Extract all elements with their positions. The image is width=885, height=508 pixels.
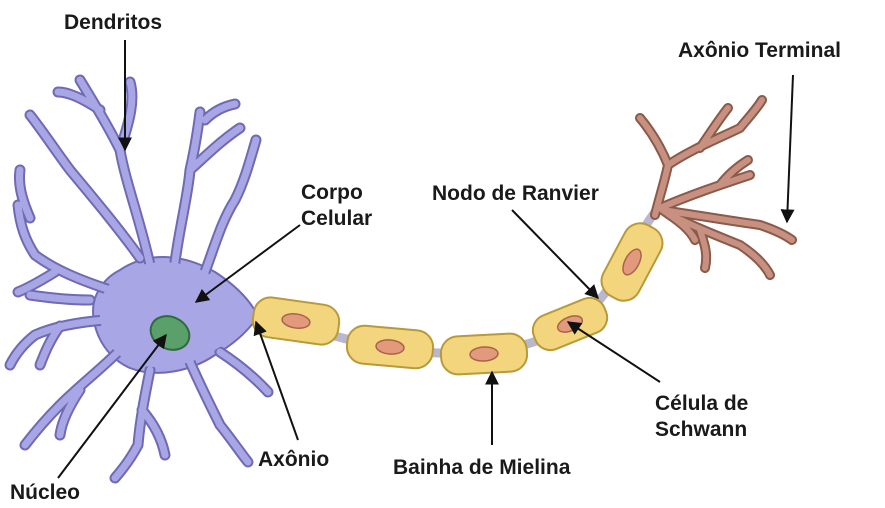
label-axonio-terminal: Axônio Terminal — [678, 38, 841, 63]
label-nodo-ranvier: Nodo de Ranvier — [432, 181, 599, 206]
axonio-terminal-arrow — [787, 75, 793, 222]
label-dendritos: Dendritos — [64, 10, 162, 35]
label-corpo: Corpo — [301, 180, 363, 205]
label-schwann: Schwann — [655, 417, 747, 442]
label-bainha-mielina: Bainha de Mielina — [393, 455, 570, 480]
label-axonio: Axônio — [258, 447, 329, 472]
axon-terminal — [640, 100, 792, 275]
schwann-cell — [440, 333, 528, 375]
nodo-ranvier-arrow — [512, 210, 598, 298]
label-celular: Celular — [301, 206, 372, 231]
celula-schwann-arrow — [568, 322, 660, 382]
schwann-cell — [251, 295, 342, 347]
schwann-cell — [346, 324, 435, 369]
label-nucleo: Núcleo — [10, 480, 80, 505]
schwann-cell — [596, 217, 669, 306]
label-celula-de: Célula de — [655, 391, 748, 416]
